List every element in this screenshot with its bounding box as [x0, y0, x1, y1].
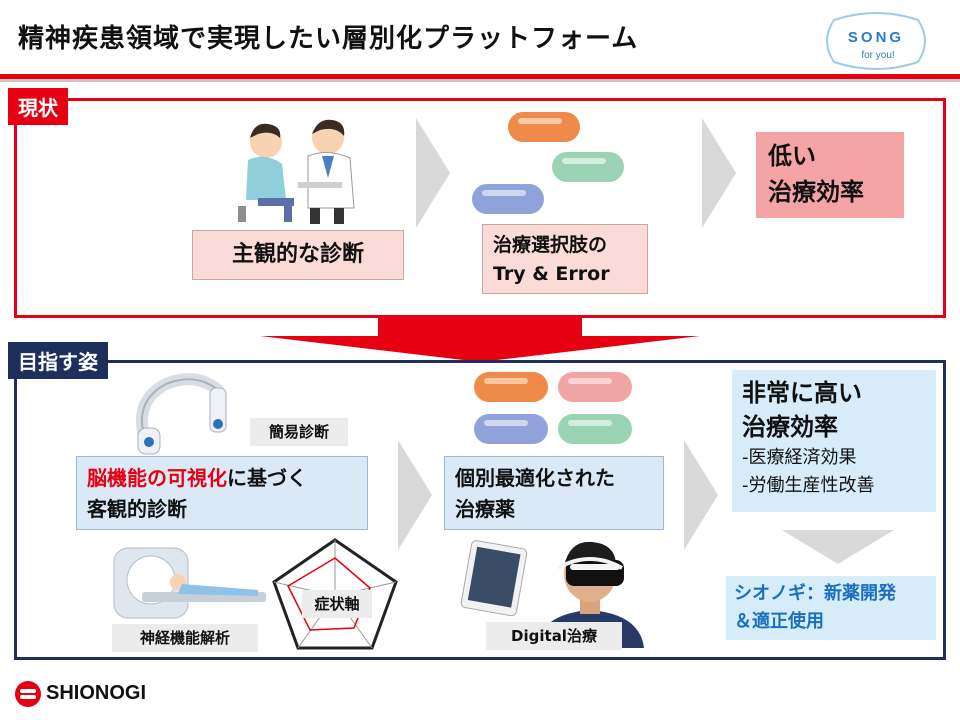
low-efficiency-box: 低い 治療効率	[756, 132, 904, 218]
benefit-productivity: -労働生産性改善	[742, 475, 875, 496]
mri-scanner-illustration	[108, 544, 268, 624]
capsule-icon	[552, 152, 624, 182]
personalized-line1: 個別最適化された	[455, 466, 615, 490]
chevron-right-icon	[398, 440, 432, 550]
high-efficiency-box: 非常に高い 治療効率 -医療経済効果 -労働生産性改善	[732, 370, 936, 512]
capsule-icon	[472, 184, 544, 214]
subjective-diagnosis-box: 主観的な診断	[192, 230, 404, 280]
eeg-headset-illustration	[126, 372, 236, 458]
capsule-icon	[508, 112, 580, 142]
song-logo-title: SONG	[848, 29, 904, 46]
capsule-icon	[558, 372, 632, 402]
song-logo-subtitle: for you!	[861, 50, 894, 61]
trial-error-box: 治療選択肢の Try & Error	[482, 224, 648, 294]
neural-analysis-label: 神経機能解析	[112, 624, 258, 652]
objective-rest-text: に基づく	[227, 466, 307, 490]
objective-line1: 脳機能の可視化に基づく	[87, 463, 357, 494]
benefit-economic: -医療経済効果	[742, 447, 857, 468]
chevron-right-icon	[684, 440, 718, 550]
title-rule-shadow	[0, 79, 960, 82]
personalized-line2: 治療薬	[455, 497, 515, 521]
objective-diagnosis-box: 脳機能の可視化に基づく 客観的診断	[76, 456, 368, 530]
capsule-icon	[474, 414, 548, 444]
capsule-grid	[470, 370, 640, 450]
chevron-right-icon	[702, 118, 736, 228]
personalized-drug-box: 個別最適化された 治療薬	[444, 456, 664, 530]
brain-visualization-text: 脳機能の可視化	[87, 466, 227, 490]
shionogi-wordmark: SHIONOGI	[46, 682, 147, 704]
low-line2: 治療効率	[768, 178, 864, 206]
shionogi-line1: シオノギ：新薬開発	[734, 583, 896, 604]
page-title: 精神疾患領域で実現したい層別化プラットフォーム	[18, 24, 639, 54]
capsule-group	[470, 108, 630, 220]
shionogi-line2: ＆適正使用	[734, 611, 824, 632]
simple-diagnosis-label: 簡易診断	[250, 418, 348, 446]
title-rule	[0, 74, 960, 79]
capsule-icon	[474, 372, 548, 402]
down-chevron-icon	[782, 530, 894, 564]
shionogi-role-box: シオノギ：新薬開発 ＆適正使用	[726, 576, 936, 640]
digital-therapy-label: Digital治療	[486, 622, 622, 650]
chevron-right-icon	[416, 118, 450, 228]
goal-tag: 目指す姿	[8, 342, 108, 379]
capsule-icon	[558, 414, 632, 444]
current-tag: 現状	[8, 88, 68, 125]
song-logo: SONG for you!	[820, 12, 932, 70]
trial-line2: Try & Error	[493, 263, 610, 285]
down-arrow-icon	[260, 316, 700, 362]
trial-line1: 治療選択肢の	[493, 234, 608, 256]
high-line2: 治療効率	[742, 413, 838, 441]
symptom-axis-label: 症状軸	[302, 590, 372, 618]
tablet-icon	[452, 540, 534, 617]
objective-line2: 客観的診断	[87, 497, 187, 521]
low-line1: 低い	[768, 142, 816, 170]
doctor-patient-illustration	[228, 108, 378, 228]
high-line1: 非常に高い	[742, 379, 862, 407]
shionogi-logo	[14, 680, 42, 708]
